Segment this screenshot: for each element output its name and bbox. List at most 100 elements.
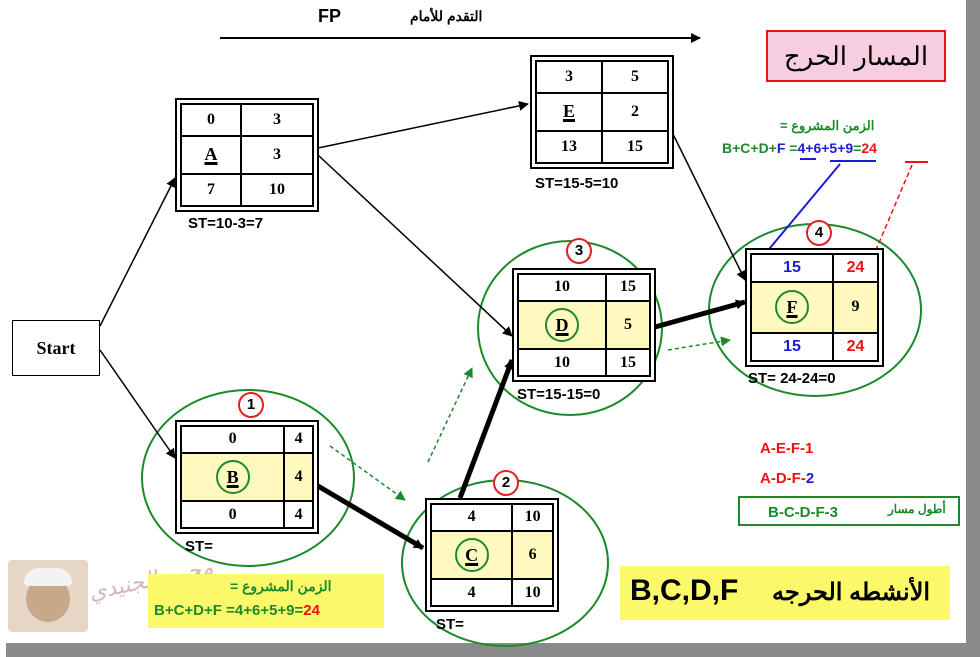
d-badge: 3 (566, 238, 592, 264)
arrow-b-c (316, 483, 425, 551)
arrow-start-b (99, 349, 176, 459)
frame-shadow (6, 643, 980, 657)
d-letter: D (555, 314, 569, 335)
f-letter: F (786, 297, 798, 318)
arrow-c-d (457, 359, 515, 499)
b-duration: 4 (283, 451, 314, 503)
project-time-bottom-expr: B+C+D+F =4+6+5+9=24 (154, 602, 320, 619)
a-ef: 3 (240, 102, 314, 138)
e-es: 3 (535, 59, 603, 95)
project-time-top-label: الزمن المشروع = (780, 118, 875, 133)
a-duration: 3 (240, 135, 314, 175)
top-expr-eq: = (853, 140, 862, 156)
c-duration: 6 (511, 529, 554, 581)
d-slack: ST=15-15=0 (517, 386, 601, 403)
b-letter: B (226, 466, 239, 487)
b-slack: ST= (185, 538, 213, 555)
c-ef: 10 (511, 503, 554, 532)
blue-pointer (758, 163, 841, 262)
a-ls: 7 (180, 172, 242, 208)
e-letter: E (562, 101, 575, 122)
d-letter-circle: D (545, 307, 579, 342)
fp-label: FP (318, 6, 342, 26)
red-pointer (868, 164, 913, 266)
f-es: 15 (750, 252, 834, 284)
ellipse-b (141, 389, 355, 567)
bottom-total: 24 (303, 602, 320, 619)
f-duration: 9 (831, 281, 880, 334)
b-ef: 4 (283, 425, 314, 454)
title-box: المسار الحرج (766, 30, 946, 82)
d-lf: 15 (605, 348, 651, 377)
project-time-top-expr: B+C+D+F =4+6+5+9=24 (722, 140, 877, 156)
top-expr-total: 24 (861, 140, 877, 156)
arrow-a-d (317, 154, 513, 337)
f-lf: 24 (831, 331, 880, 363)
c-badge: 2 (493, 470, 519, 496)
arrow-e-f (671, 131, 746, 281)
e-ls: 13 (535, 129, 603, 165)
c-slack: ST= (436, 616, 464, 633)
critical-activities-box: B,C,D,F الأنشطه الحرجه (620, 566, 950, 620)
b-lf: 4 (283, 500, 314, 529)
a-es: 0 (180, 102, 242, 138)
green-arrow-2 (427, 367, 473, 463)
top-expr-nums: 4+6+5+9 (797, 140, 854, 156)
d-duration: 5 (605, 299, 651, 351)
start-node[interactable]: Start (12, 320, 100, 376)
path-2-a: A-D-F- (760, 470, 806, 487)
start-label: Start (36, 338, 76, 358)
c-letter-circle: C (454, 537, 489, 572)
f-ls: 15 (750, 331, 834, 363)
d-ls: 10 (517, 348, 607, 377)
b-badge: 1 (238, 392, 264, 418)
top-expr-f: F (776, 140, 786, 156)
path-2: A-D-F-2 (760, 470, 814, 487)
f-ef: 24 (831, 252, 880, 284)
green-arrow-3 (667, 336, 731, 351)
b-es: 0 (179, 425, 286, 454)
arrow-d-f (654, 299, 746, 330)
b-letter-circle: B (215, 459, 250, 494)
longest-label: أطول مسار (888, 502, 946, 516)
c-letter: C (465, 544, 479, 565)
green-arrow-1 (329, 445, 406, 501)
project-time-bottom-label: الزمن المشروع = (230, 578, 332, 594)
e-slack: ST=15-5=10 (535, 175, 619, 192)
page-title: المسار الحرج (783, 41, 929, 71)
c-lf: 10 (511, 578, 554, 607)
f-badge: 4 (806, 220, 832, 246)
c-ls: 4 (429, 578, 514, 607)
top-expr-mid: = (785, 140, 798, 156)
path-1: A-E-F-1 (760, 440, 814, 457)
critical-label: الأنشطه الحرجه (772, 579, 931, 606)
f-slack: ST= 24-24=0 (748, 370, 836, 387)
critical-activities: B,C,D,F (630, 574, 739, 607)
e-ef: 5 (601, 59, 669, 95)
forward-label: التقدم للأمام (410, 8, 483, 24)
path-2-b: 2 (805, 470, 815, 487)
a-letter: A (204, 144, 218, 165)
f-letter-circle: F (774, 290, 809, 325)
a-lf: 10 (240, 172, 314, 208)
d-ef: 15 (605, 273, 651, 302)
b-ls: 0 (179, 500, 286, 529)
longest-path-box: أطول مسار B-C-D-F-3 (738, 496, 960, 526)
d-es: 10 (517, 273, 607, 302)
project-time-bottom: الزمن المشروع = B+C+D+F =4+6+5+9=24 (148, 574, 384, 628)
arrow-a-e (317, 100, 529, 149)
arrow-start-a (99, 177, 176, 327)
e-lf: 15 (601, 129, 669, 165)
avatar (8, 560, 88, 632)
frame-shadow-right (966, 0, 980, 657)
top-expr-left: B+C+D+ (722, 140, 777, 156)
e-duration: 2 (601, 92, 669, 132)
a-slack: ST=10-3=7 (188, 215, 264, 232)
